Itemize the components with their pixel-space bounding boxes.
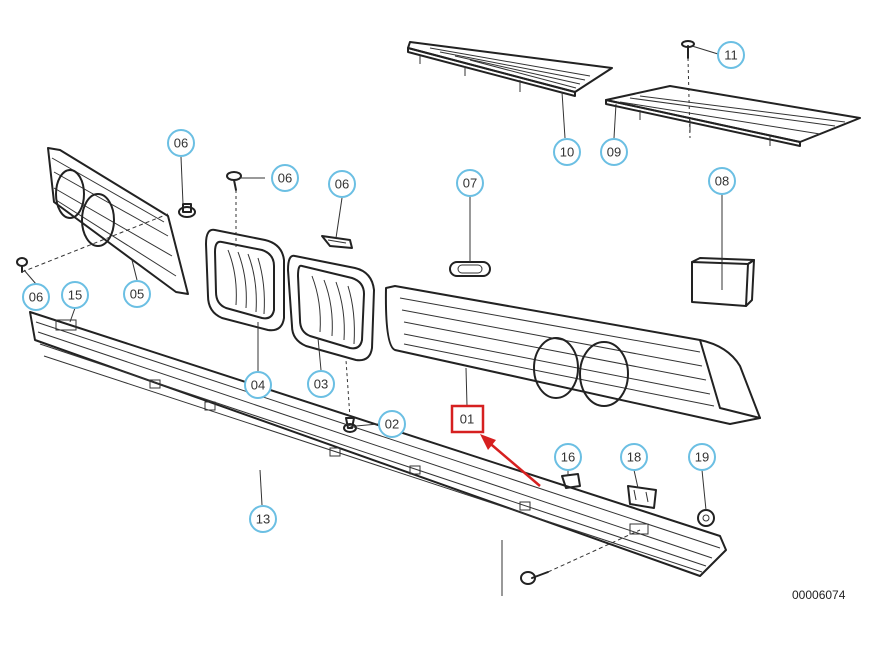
part-12-grille-panel — [407, 41, 613, 97]
svg-text:08: 08 — [715, 174, 729, 189]
callout-15: 13 — [249, 505, 277, 533]
callout-19: 18 — [620, 443, 648, 471]
callout-02: 02 — [378, 410, 406, 438]
svg-text:06: 06 — [174, 136, 188, 151]
callout-03: 03 — [307, 370, 335, 398]
callout-13: 11 — [717, 41, 745, 69]
svg-text:06: 06 — [335, 177, 349, 192]
svg-text:02: 02 — [385, 417, 399, 432]
svg-text:04: 04 — [251, 378, 265, 393]
part-07-screw — [178, 203, 196, 218]
svg-text:18: 18 — [627, 450, 641, 465]
part-10-bracket — [691, 257, 755, 307]
callout-06-top: 06 — [271, 164, 299, 192]
callout-09: 07 — [456, 169, 484, 197]
part-11-grille-panel — [605, 85, 861, 147]
part-09-grommet — [449, 261, 491, 277]
part-05-left-grille — [47, 147, 189, 295]
callout-12: 10 — [553, 138, 581, 166]
callout-18: 16 — [554, 443, 582, 471]
callout-06-left: 06 — [22, 283, 50, 311]
callout-11: 09 — [600, 138, 628, 166]
callout-05: 05 — [123, 280, 151, 308]
part-01-main-grille — [384, 285, 761, 425]
callout-20: 19 — [688, 443, 716, 471]
diagram-reference-number: 00006074 — [792, 588, 846, 602]
callout-01-highlighted: 01 — [450, 404, 485, 434]
svg-text:01: 01 — [460, 412, 474, 427]
svg-text:05: 05 — [130, 287, 144, 302]
svg-text:19: 19 — [695, 450, 709, 465]
callout-04: 04 — [244, 371, 272, 399]
svg-text:03: 03 — [314, 377, 328, 392]
callout-08: 06 — [328, 170, 356, 198]
part-15-mounting-screw — [520, 571, 549, 585]
part-13-pin — [681, 40, 695, 59]
part-04-kidney-grille — [205, 228, 285, 332]
part-20-nut — [697, 509, 715, 527]
part-06-left-screw — [16, 257, 28, 273]
svg-text:06: 06 — [29, 290, 43, 305]
part-02-screw — [343, 417, 357, 433]
highlight-arrow — [480, 434, 541, 487]
part-15-lower-grille — [29, 311, 727, 577]
callout-16: 15 — [61, 281, 89, 309]
part-18-clip — [561, 473, 581, 489]
part-03-kidney-grille — [287, 254, 375, 362]
svg-text:09: 09 — [607, 145, 621, 160]
leader-lines — [21, 45, 723, 596]
svg-text:07: 07 — [463, 176, 477, 191]
svg-text:11: 11 — [724, 48, 738, 63]
part-08-clip — [321, 235, 353, 249]
svg-text:13: 13 — [256, 512, 270, 527]
svg-text:06: 06 — [278, 171, 292, 186]
callout-07: 06 — [167, 129, 195, 157]
svg-text:15: 15 — [68, 288, 82, 303]
svg-text:10: 10 — [560, 145, 574, 160]
svg-text:16: 16 — [561, 450, 575, 465]
part-19-clip — [627, 485, 657, 509]
part-06-screw — [226, 171, 242, 191]
callout-10: 08 — [708, 167, 736, 195]
